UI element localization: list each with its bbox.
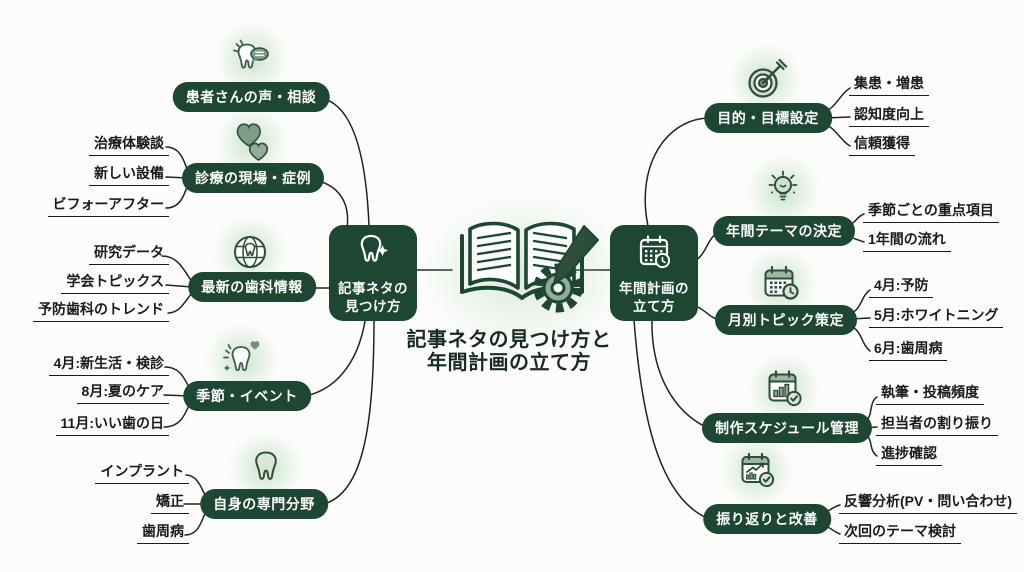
branch-clinical-cases: 診療の現場・症例 xyxy=(182,163,324,193)
two-hearts-icon xyxy=(228,119,276,167)
branch-seasonal-events: 季節・イベント xyxy=(183,381,311,411)
leaf-item: 予防歯科のトレンド xyxy=(33,302,169,322)
leaf-item: 11月:いい歯の日 xyxy=(55,416,169,436)
leaf-item: 反響分析(PV・問い合わせ) xyxy=(839,494,1017,514)
root-label-line2: 見つけ方 xyxy=(345,299,401,315)
branch-production-schedule: 制作スケジュール管理 xyxy=(701,413,873,443)
tooth-sparkle-icon xyxy=(350,231,396,278)
diagram-title: 記事ネタの見つけ方と 年間計画の立て方 xyxy=(407,329,612,376)
root-label-line2: 立て方 xyxy=(633,299,675,315)
leaf-item: 4月:新生活・検診 xyxy=(48,356,169,376)
connector xyxy=(317,320,375,506)
globe-tooth-icon xyxy=(226,228,274,276)
connector xyxy=(319,97,370,227)
lightbulb-icon xyxy=(759,167,807,215)
leaf-item: 1年間の流れ xyxy=(863,232,951,252)
tooth-heart-icon xyxy=(218,336,266,384)
root-label-line1: 記事ネタの xyxy=(338,281,408,296)
branch-goal-setting: 目的・目標設定 xyxy=(704,103,832,133)
leaf-item: 執筆・投稿頻度 xyxy=(876,385,984,405)
root-label-line1: 年間計画の xyxy=(619,281,689,296)
leaf-item: 矯正 xyxy=(151,494,189,514)
leaf-item: 8月:夏のケア xyxy=(76,384,169,404)
leaf-item: ビフォーアフター xyxy=(47,197,169,217)
leaf-item: 認知度向上 xyxy=(849,107,929,127)
leaf-item: 次回のテーマ検討 xyxy=(839,524,961,544)
connector xyxy=(299,320,366,398)
chart-arrow-check-icon xyxy=(733,447,781,495)
connector xyxy=(167,292,193,314)
branch-latest-dental-info: 最新の歯科情報 xyxy=(188,272,316,302)
root-node-annual-plan: 年間計画の 立て方 xyxy=(610,225,698,321)
leaf-item: 歯周病 xyxy=(137,524,189,544)
calendar-clock-icon xyxy=(631,231,677,278)
leaf-item: 信頼獲得 xyxy=(849,136,915,156)
leaf-item: 集患・増患 xyxy=(849,76,929,96)
root-label: 記事ネタの 見つけ方 xyxy=(338,280,408,316)
branch-annual-theme: 年間テーマの決定 xyxy=(713,216,855,246)
branch-own-specialty: 自身の専門分野 xyxy=(200,489,328,519)
leaf-item: 季節ごとの重点項目 xyxy=(863,203,999,223)
leaf-item: 研究データ xyxy=(89,245,169,265)
branch-patient-voices: 患者さんの声・相談 xyxy=(172,82,330,112)
leaf-item: インプラント xyxy=(95,464,189,484)
leaf-item: 5月:ホワイトニング xyxy=(869,308,1004,328)
branch-monthly-topics: 月別トピック策定 xyxy=(715,305,857,335)
leaf-item: 担当者の割り振り xyxy=(876,416,998,436)
leaf-item: 6月:歯周病 xyxy=(869,341,948,361)
connector xyxy=(644,117,709,227)
calendar-clock-icon xyxy=(757,260,805,308)
tooth-speech-bubble-icon xyxy=(228,35,276,83)
connector xyxy=(651,319,709,429)
leaf-item: 4月:予防 xyxy=(869,278,934,298)
connector xyxy=(165,284,193,288)
title-line-1: 記事ネタの見つけ方と xyxy=(406,329,612,351)
branch-review-improvement: 振り返りと改善 xyxy=(703,504,831,534)
tooth-icon xyxy=(242,444,290,492)
leaf-item: 新しい設備 xyxy=(89,166,169,186)
target-icon xyxy=(742,56,790,104)
connector xyxy=(633,319,710,520)
leaf-item: 進捗確認 xyxy=(876,446,942,466)
title-line-2: 年間計画の立て方 xyxy=(427,352,591,375)
root-label: 年間計画の 立て方 xyxy=(619,280,689,316)
root-node-article-ideas: 記事ネタの 見つけ方 xyxy=(329,225,417,321)
book-gear-pen-icon xyxy=(446,214,604,329)
leaf-item: 治療体験談 xyxy=(89,136,169,156)
leaf-item: 学会トピックス xyxy=(61,274,169,294)
calendar-chart-check-icon xyxy=(760,365,808,413)
